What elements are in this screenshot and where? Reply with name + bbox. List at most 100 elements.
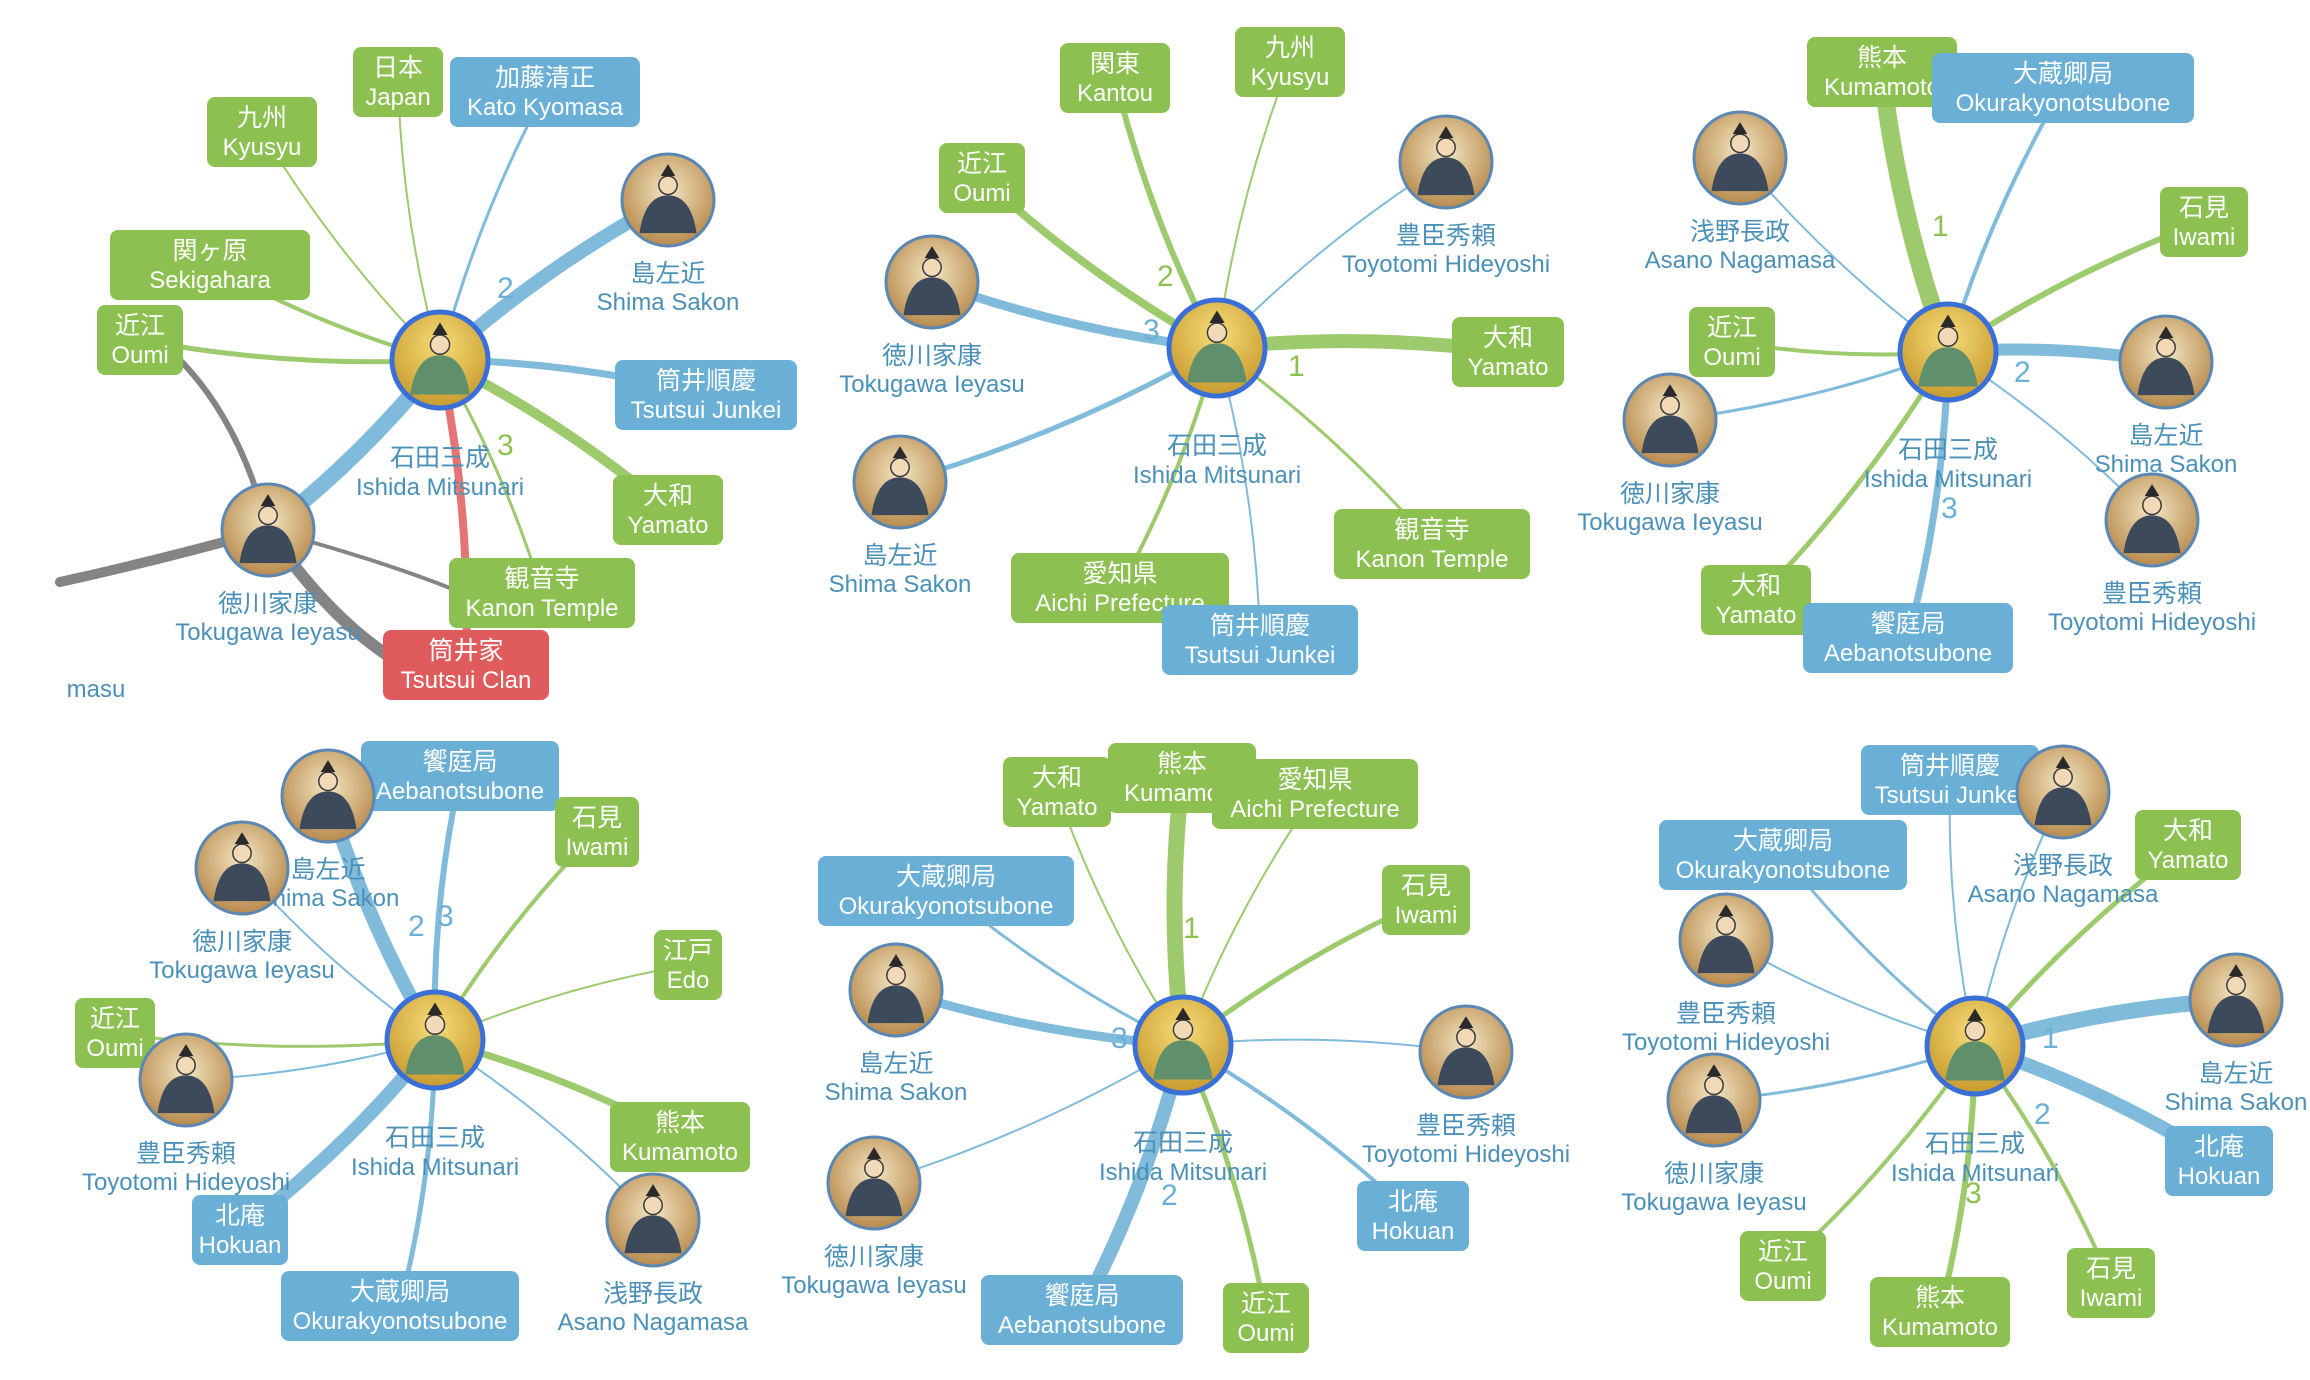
node-label-en: Tokugawa Ieyasu bbox=[1577, 509, 1762, 536]
node-label-en: Aebanotsubone bbox=[376, 778, 544, 805]
node-label-en: Asano Nagamasa bbox=[1968, 881, 2159, 908]
node-label-en: Oumi bbox=[1703, 344, 1760, 371]
center-label-jp: 石田三成 bbox=[390, 443, 490, 472]
portrait-icon bbox=[1166, 297, 1268, 399]
center-label-jp: 石田三成 bbox=[1898, 435, 1998, 464]
edge-count-label: 3 bbox=[437, 900, 454, 933]
node-label-en: Okurakyonotsubone bbox=[839, 893, 1054, 920]
node-label-jp: 九州 bbox=[237, 103, 287, 132]
edge-count-label: 3 bbox=[1965, 1177, 1982, 1210]
center-label-en: Ishida Mitsunari bbox=[356, 474, 524, 501]
node-label-jp: 大和 bbox=[1731, 571, 1781, 600]
node-label-jp: 豊臣秀頼 bbox=[2102, 579, 2202, 608]
node-label-en: Kanon Temple bbox=[1356, 546, 1509, 573]
portrait-icon bbox=[1132, 994, 1234, 1096]
edge-count-label: 1 bbox=[1288, 350, 1305, 383]
node-label-en: Asano Nagamasa bbox=[1645, 247, 1836, 274]
edge-count-label: 2 bbox=[408, 910, 425, 943]
node-label-jp: 熊本 bbox=[655, 1108, 705, 1137]
node-label-jp: 饗庭局 bbox=[422, 747, 497, 776]
portrait-icon bbox=[852, 434, 948, 530]
portrait-icon bbox=[389, 309, 491, 411]
node-label-jp: 筒井順慶 bbox=[1900, 751, 2000, 780]
node-label-en: Tsutsui Clan bbox=[401, 667, 532, 694]
portrait-icon bbox=[1678, 892, 1774, 988]
node-label-en: Aichi Prefecture bbox=[1230, 796, 1399, 823]
node-label-en: Tokugawa Ieyasu bbox=[1621, 1189, 1806, 1216]
node-label-jp: 愛知県 bbox=[1082, 559, 1157, 588]
